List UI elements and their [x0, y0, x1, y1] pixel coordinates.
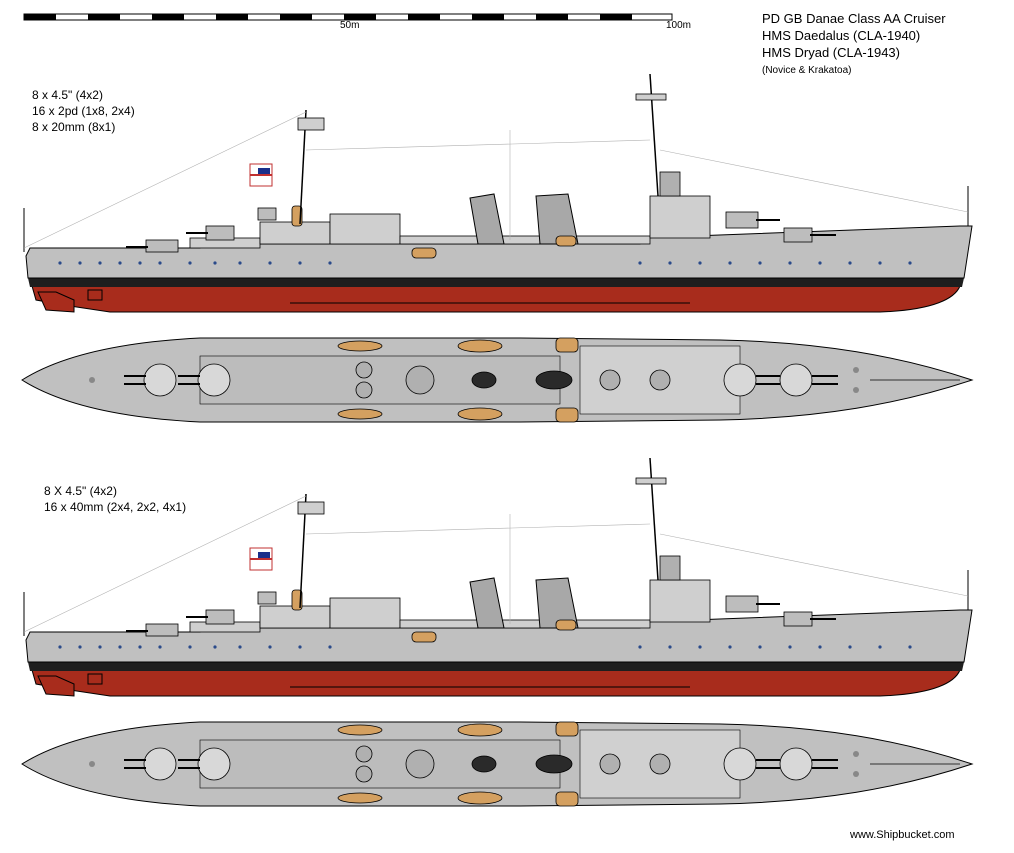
ship-name-1: HMS Daedalus (CLA-1940)	[762, 28, 921, 43]
armament-1-line-1: 8 x 4.5" (4x2)	[32, 88, 103, 102]
ship-name-2: HMS Dryad (CLA-1943)	[762, 45, 900, 60]
scale-label-100m: 100m	[666, 20, 692, 31]
scale-label-50m: 50m	[340, 20, 360, 31]
ship-plan-view-1	[21, 337, 973, 423]
armament-1-line-2: 16 x 2pd (1x8, 2x4)	[32, 104, 135, 118]
scale-bar	[23, 13, 673, 21]
armament-1-line-3: 8 x 20mm (8x1)	[32, 120, 116, 134]
ship-plan-view-2	[21, 721, 973, 807]
credit-text: www.Shipbucket.com	[850, 829, 955, 841]
ship-side-profile-2	[23, 457, 973, 697]
ship-note: (Novice & Krakatoa)	[762, 65, 852, 76]
drawing-title: PD GB Danae Class AA Cruiser	[762, 11, 946, 26]
armament-2-line-2: 16 x 40mm (2x4, 2x2, 4x1)	[44, 500, 187, 514]
armament-2-line-1: 8 X 4.5" (4x2)	[44, 484, 117, 498]
ship-side-profile-1	[23, 73, 973, 313]
